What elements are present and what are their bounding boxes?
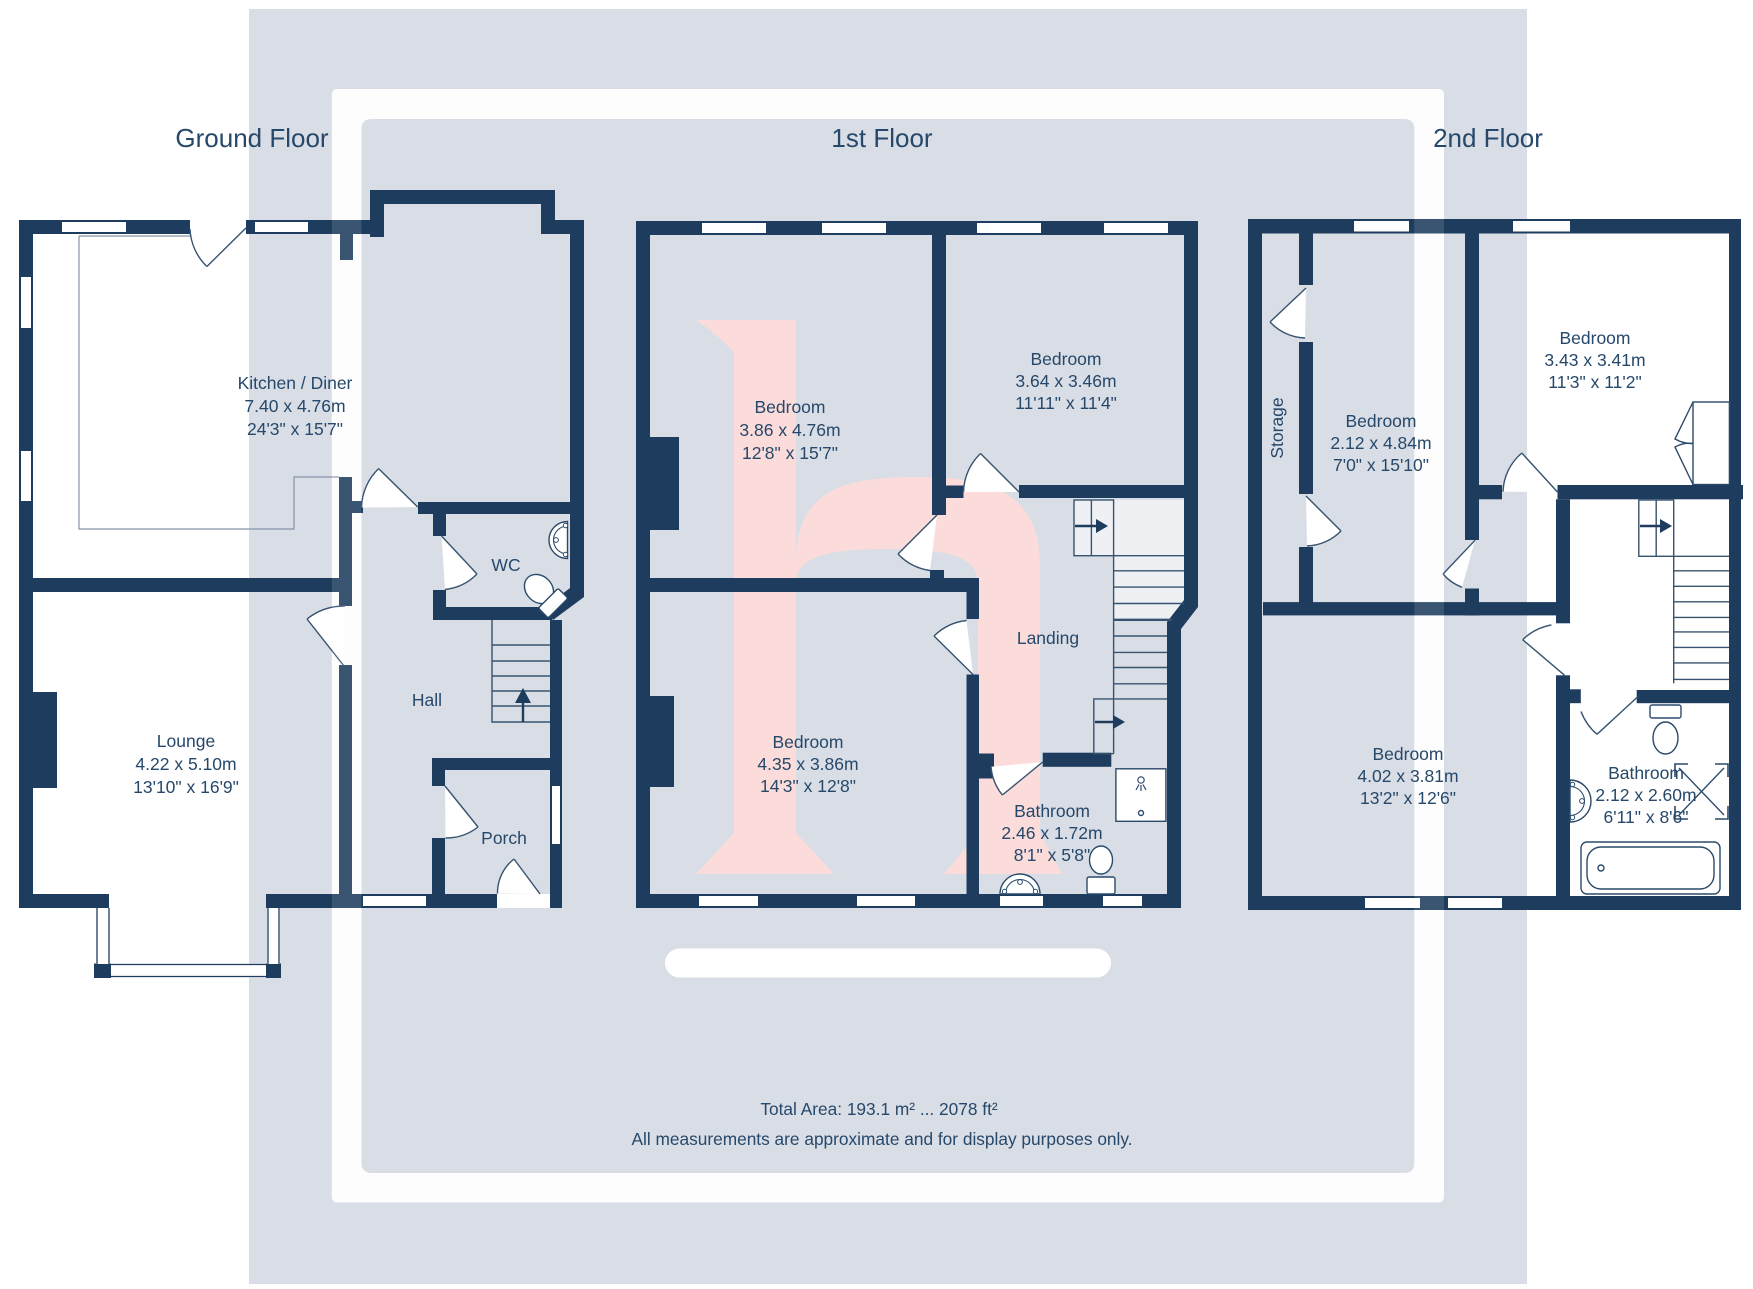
svg-text:WC: WC xyxy=(491,555,520,575)
svg-text:3.43 x 3.41m: 3.43 x 3.41m xyxy=(1544,350,1645,370)
svg-text:2nd Floor: 2nd Floor xyxy=(1433,123,1543,153)
svg-text:Bedroom: Bedroom xyxy=(754,397,825,417)
svg-text:4.22 x 5.10m: 4.22 x 5.10m xyxy=(135,754,236,774)
svg-text:Storage: Storage xyxy=(1267,397,1287,458)
svg-text:2.12 x 4.84m: 2.12 x 4.84m xyxy=(1330,433,1431,453)
svg-text:Bedroom: Bedroom xyxy=(772,732,843,752)
svg-text:24'3" x 15'7": 24'3" x 15'7" xyxy=(247,419,343,439)
svg-text:Bedroom: Bedroom xyxy=(1030,349,1101,369)
svg-text:Porch: Porch xyxy=(481,828,527,848)
svg-text:Kitchen / Diner: Kitchen / Diner xyxy=(238,373,353,393)
svg-text:Bathroom: Bathroom xyxy=(1014,801,1090,821)
svg-text:4.02 x 3.81m: 4.02 x 3.81m xyxy=(1357,766,1458,786)
svg-text:8'1" x 5'8": 8'1" x 5'8" xyxy=(1014,845,1091,865)
svg-text:13'10" x 16'9": 13'10" x 16'9" xyxy=(133,777,239,797)
svg-text:3.86 x 4.76m: 3.86 x 4.76m xyxy=(739,420,840,440)
svg-text:6'11" x 8'6": 6'11" x 8'6" xyxy=(1604,807,1689,827)
svg-text:2.12 x 2.60m: 2.12 x 2.60m xyxy=(1595,785,1696,805)
svg-text:11'11" x 11'4": 11'11" x 11'4" xyxy=(1015,393,1117,413)
svg-text:Total Area: 193.1 m² ... 2078: Total Area: 193.1 m² ... 2078 ft² xyxy=(760,1099,998,1119)
svg-text:7'0" x 15'10": 7'0" x 15'10" xyxy=(1333,455,1429,475)
svg-text:14'3" x 12'8": 14'3" x 12'8" xyxy=(760,776,856,796)
svg-text:Bathroom: Bathroom xyxy=(1608,763,1684,783)
svg-text:Bedroom: Bedroom xyxy=(1345,411,1416,431)
svg-text:1st Floor: 1st Floor xyxy=(831,123,932,153)
svg-text:4.35 x 3.86m: 4.35 x 3.86m xyxy=(757,754,858,774)
svg-text:Landing: Landing xyxy=(1017,628,1079,648)
svg-text:Hall: Hall xyxy=(412,690,442,710)
svg-text:Ground Floor: Ground Floor xyxy=(175,123,329,153)
svg-text:Lounge: Lounge xyxy=(157,731,215,751)
svg-text:13'2" x 12'6": 13'2" x 12'6" xyxy=(1360,788,1456,808)
svg-text:7.40 x 4.76m: 7.40 x 4.76m xyxy=(244,396,345,416)
svg-text:Bedroom: Bedroom xyxy=(1559,328,1630,348)
svg-text:Bedroom: Bedroom xyxy=(1372,744,1443,764)
svg-text:3.64 x 3.46m: 3.64 x 3.46m xyxy=(1015,371,1116,391)
svg-text:All measurements are approxima: All measurements are approximate and for… xyxy=(631,1129,1132,1149)
svg-text:2.46 x 1.72m: 2.46 x 1.72m xyxy=(1001,823,1102,843)
svg-text:11'3" x 11'2": 11'3" x 11'2" xyxy=(1548,372,1641,392)
svg-text:12'8" x 15'7": 12'8" x 15'7" xyxy=(742,443,838,463)
